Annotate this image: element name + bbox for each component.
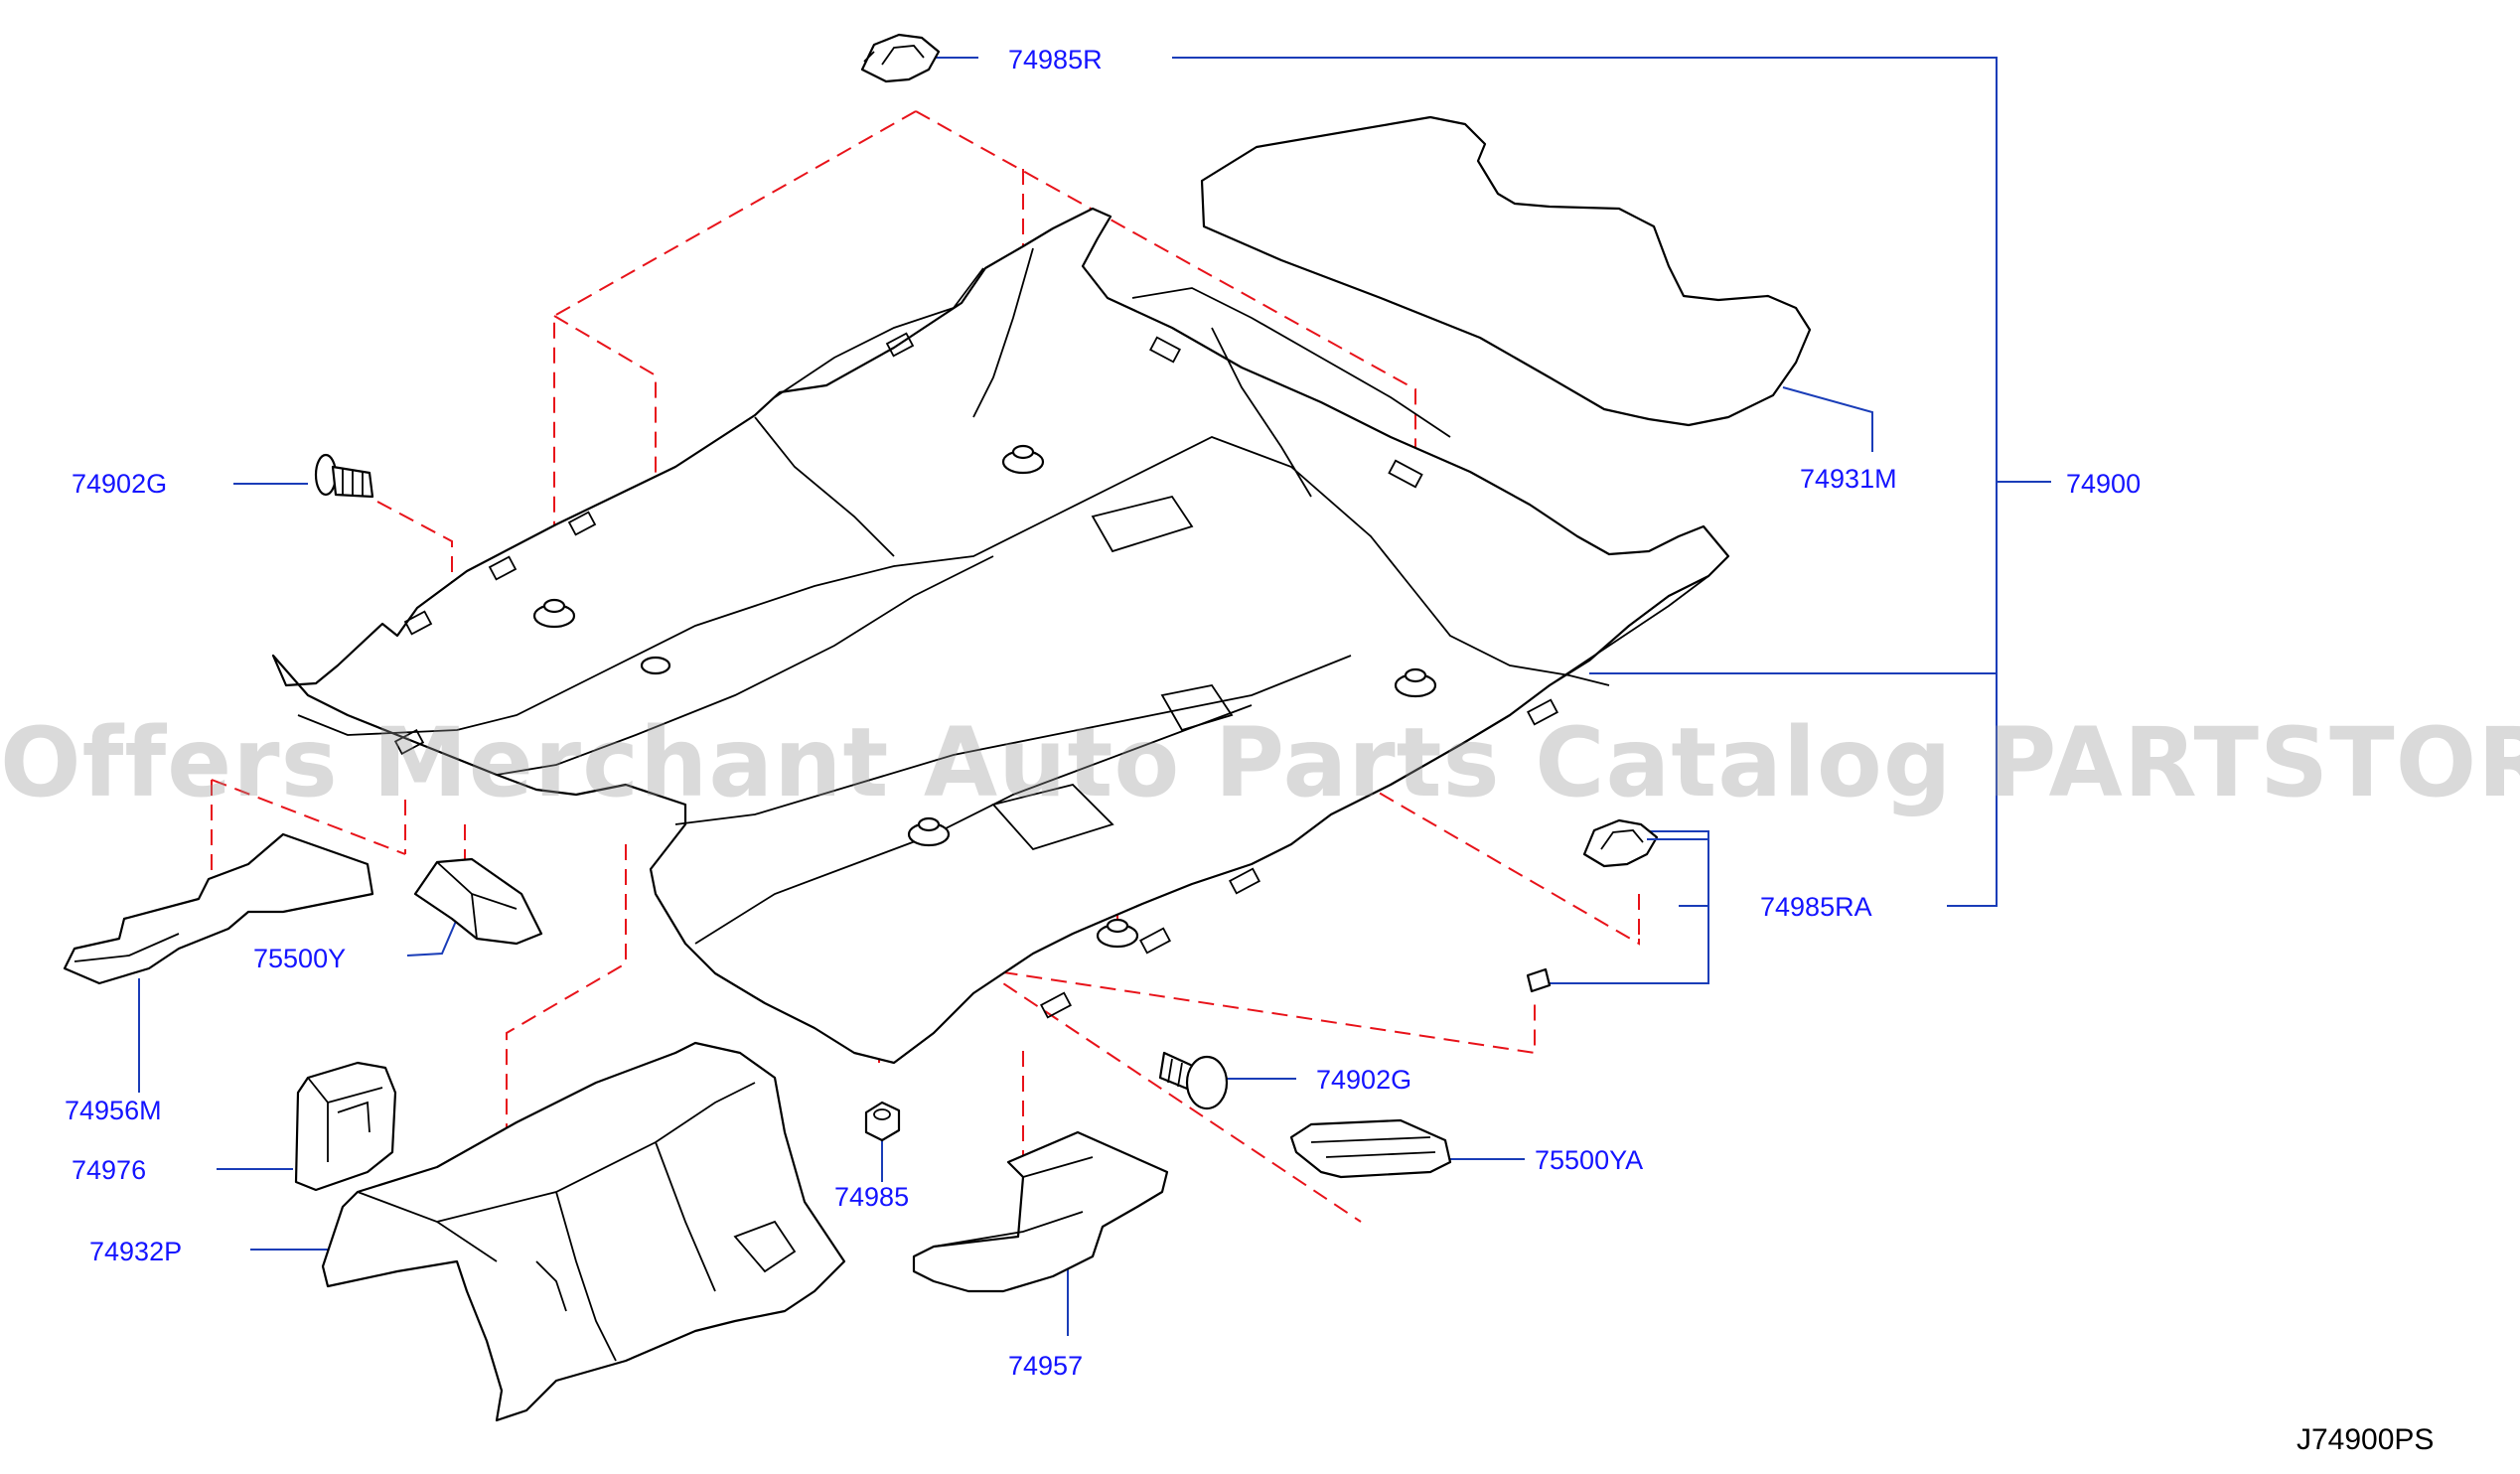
part-label-74985[interactable]: 74985 [834,1182,910,1212]
fastener-74902G-right [1158,1051,1229,1110]
insulator-74956M [63,832,374,985]
insulator-74957 [912,1130,1169,1293]
watermark: Offers Merchant Auto Parts Catalog PARTS… [0,707,2520,818]
clip-74985R [860,33,941,83]
part-label-74931M[interactable]: 74931M [1800,464,1897,494]
grille-75500YA [1289,1118,1452,1179]
fastener-74902G-left [314,453,374,499]
part-label-74902G-right[interactable]: 74902G [1316,1065,1412,1095]
nut-74985 [864,1101,901,1142]
part-label-74900[interactable]: 74900 [2066,469,2142,499]
part-label-74956M[interactable]: 74956M [65,1096,162,1125]
part-label-74932P[interactable]: 74932P [89,1237,183,1266]
insulator-75500Y [413,857,543,946]
rear-floor-mat-74931M [1200,115,1812,427]
part-label-74902G-left[interactable]: 74902G [72,469,168,499]
insulator-74932P [321,1041,846,1422]
part-label-74976[interactable]: 74976 [72,1155,147,1185]
leader-lines [138,57,2051,1336]
floor-carpet-74900 [271,207,1730,1065]
part-label-74985RA[interactable]: 74985RA [1760,892,1872,922]
spacer-74976 [294,1061,397,1192]
diagram-reference-code: J74900PS [2297,1423,2435,1456]
part-label-75500YA[interactable]: 75500YA [1535,1145,1644,1175]
part-label-74985R[interactable]: 74985R [1008,45,1103,74]
clip-74985RA [1526,818,1659,993]
part-label-74957[interactable]: 74957 [1008,1351,1084,1381]
part-label-75500Y[interactable]: 75500Y [253,944,347,973]
